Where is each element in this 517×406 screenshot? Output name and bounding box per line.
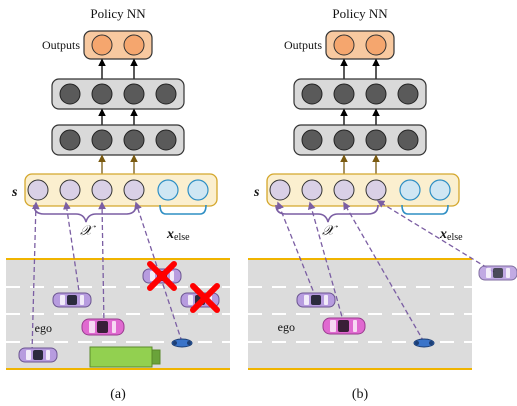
panel-b: Policy NN Outputs s 𝒳 xelse [248,6,517,402]
xelse-node [157,179,179,201]
x-bracket [33,204,137,223]
x-node [333,179,355,201]
motorbike [171,338,193,348]
x-node [59,179,81,201]
caption-b: (b) [352,387,369,402]
hidden-node [91,129,113,151]
ego-car [81,318,125,336]
purple-car [478,265,517,281]
caption-a: (a) [110,387,126,402]
x-node [27,179,49,201]
ego-car [322,317,366,335]
hidden-node [155,129,177,151]
xelse-node [429,179,451,201]
hidden-node [333,129,355,151]
panel-a: Policy NN Outputs s [6,6,230,402]
x-set-label: 𝒳 [80,224,96,239]
outputs-label: Outputs [284,38,322,52]
xelse-node [187,179,209,201]
ego-label: ego [35,321,52,335]
hidden-node [123,129,145,151]
purple-car [18,347,58,363]
xelse-bracket [159,204,207,215]
hidden-node [91,83,113,105]
hidden-node [333,83,355,105]
hidden-node [365,129,387,151]
hidden-node [397,83,419,105]
motorbike [413,338,435,348]
hidden-node [123,83,145,105]
hidden-node [301,83,323,105]
policy-nn-title: Policy NN [332,6,388,21]
outputs-label: Outputs [42,38,80,52]
xelse-bracket [401,204,449,215]
x-node [269,179,291,201]
hidden-layer-1 [293,124,427,156]
x-set-label: 𝒳 [322,224,338,239]
xelse-label: xelse [166,227,190,243]
output-node [333,34,355,56]
state-label: s [253,185,260,200]
state-label: s [11,185,18,200]
hidden-node [397,129,419,151]
output-node [91,34,113,56]
x-node [365,179,387,201]
output-node [123,34,145,56]
policy-nn-title: Policy NN [90,6,146,21]
purple-car [296,292,336,308]
x-bracket [275,204,379,223]
hidden-layer-1 [51,124,185,156]
ego-label: ego [278,320,295,334]
x-node [91,179,113,201]
output-node [365,34,387,56]
hidden-node [155,83,177,105]
hidden-node [59,129,81,151]
truck [89,346,161,368]
hidden-node [365,83,387,105]
hidden-node [301,129,323,151]
xelse-node [399,179,421,201]
x-node [123,179,145,201]
hidden-node [59,83,81,105]
hidden-layer-2 [51,78,185,110]
xelse-label: xelse [439,227,463,243]
x-node [301,179,323,201]
hidden-layer-2 [293,78,427,110]
purple-car [52,292,92,308]
